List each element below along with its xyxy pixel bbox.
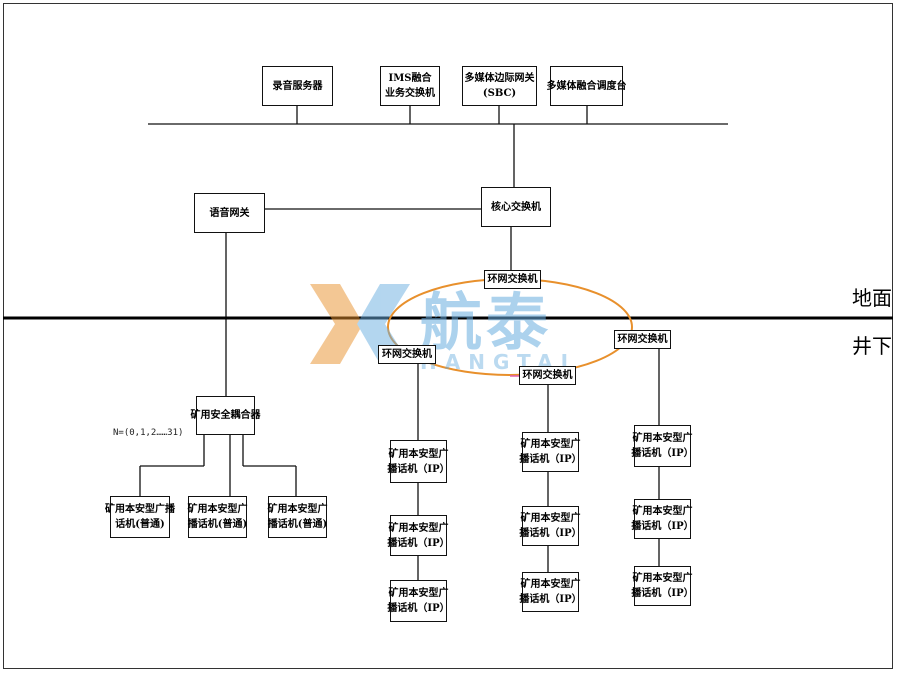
ip-phone-left-2: 矿用本安型广 播话机（IP） [387,515,450,556]
analog-phone-1-label-1: 矿用本安型广播 [105,504,175,515]
ip-phone-mid-1: 矿用本安型广 播话机（IP） [519,432,582,472]
ip-phone-left-1-label-2: 播话机（IP） [387,463,450,475]
analog-phone-3-label-2: 播话机(普通) [267,519,328,530]
ip-phone-right-1-label-1: 矿用本安型广 [632,433,693,444]
analog-phone-2: 矿用本安型广 播话机(普通) [187,496,248,538]
ip-phone-right-1-label-2: 播话机（IP） [631,448,694,459]
dispatch-console-node: 多媒体融合调度台 [547,66,627,106]
recording-server-node: 录音服务器 [262,66,333,106]
ip-phone-mid-3-label-2: 播话机（IP） [519,594,582,605]
ip-phone-left-3: 矿用本安型广 播话机（IP） [387,580,450,622]
sbc-label-1: 多媒体边际网关 [464,73,535,84]
ip-phone-left-2-label-1: 矿用本安型广 [388,522,449,534]
analog-phone-3: 矿用本安型广 播话机(普通) [267,496,328,538]
ip-phone-left-2-label-2: 播话机（IP） [387,537,450,549]
sbc-label-2: (SBC) [482,88,517,99]
core-switch-node: 核心交换机 [481,187,551,227]
ip-phone-mid-3: 矿用本安型广 播话机（IP） [519,572,582,612]
ip-phone-right-1: 矿用本安型广 播话机（IP） [631,425,694,467]
ims-switch-node: IMS融合 业务交换机 [380,66,440,106]
ring-switch-top-node: 环网交换机 [484,270,541,289]
ip-phone-right-3-label-1: 矿用本安型广 [632,573,693,584]
watermark-logo [310,284,410,364]
ip-phone-right-2-label-1: 矿用本安型广 [632,506,693,517]
recording-server-label: 录音服务器 [272,80,323,92]
voice-gateway-label: 语音网关 [209,207,250,219]
ims-switch-label-2: 业务交换机 [385,88,435,99]
ip-phone-right-3-label-2: 播话机（IP） [631,588,694,599]
ring-switch-left-node: 环网交换机 [378,345,436,364]
ip-phone-mid-2-label-1: 矿用本安型广 [520,513,581,524]
ring-switch-mid-label: 环网交换机 [522,370,573,381]
ip-phone-left-3-label-2: 播话机（IP） [387,603,450,614]
analog-phone-1-label-2: 话机(普通) [115,519,165,530]
ims-switch-label-1: IMS融合 [388,73,432,84]
safety-coupler-node: 矿用安全耦合器 [191,396,261,435]
ring-switch-right-label: 环网交换机 [617,334,668,345]
zone-label-ground: 地面 [852,286,892,310]
ip-phone-mid-1-label-2: 播话机（IP） [519,454,582,465]
ip-phone-right-2-label-2: 播话机（IP） [631,521,694,532]
dispatch-console-label: 多媒体融合调度台 [546,80,627,92]
n-range-note: N=(0,1,2……31) [113,428,184,438]
ip-phone-left-1: 矿用本安型广 播话机（IP） [387,440,450,483]
ip-phone-right-3: 矿用本安型广 播话机（IP） [631,566,694,606]
safety-coupler-label: 矿用安全耦合器 [190,410,261,421]
watermark-text: 航泰 [420,286,553,359]
ring-switch-right-node: 环网交换机 [614,330,671,349]
ip-phone-mid-2-label-2: 播话机（IP） [519,528,582,539]
ring-switch-mid-node: 环网交换机 [519,366,576,385]
sbc-node: 多媒体边际网关 (SBC) [462,66,537,106]
ip-phone-left-3-label-1: 矿用本安型广 [388,588,449,599]
zone-label-underground: 井下 [852,334,892,358]
voice-gateway-node: 语音网关 [194,193,265,233]
ring-switch-left-label: 环网交换机 [382,349,432,360]
analog-phone-3-label-1: 矿用本安型广 [267,504,328,515]
ip-phone-mid-3-label-1: 矿用本安型广 [520,579,581,590]
ip-phone-left-1-label-1: 矿用本安型广 [388,448,449,460]
analog-phone-1: 矿用本安型广播 话机(普通) [105,496,175,538]
ip-phone-mid-1-label-1: 矿用本安型广 [520,439,581,450]
ip-phone-right-2: 矿用本安型广 播话机（IP） [631,499,694,539]
diagram-frame [3,3,893,669]
analog-phone-2-label-2: 播话机(普通) [187,519,248,530]
ring-switch-top-label: 环网交换机 [487,274,538,285]
core-switch-label: 核心交换机 [491,201,541,213]
ip-phone-mid-2: 矿用本安型广 播话机（IP） [519,506,582,546]
analog-phone-2-label-1: 矿用本安型广 [187,504,248,515]
